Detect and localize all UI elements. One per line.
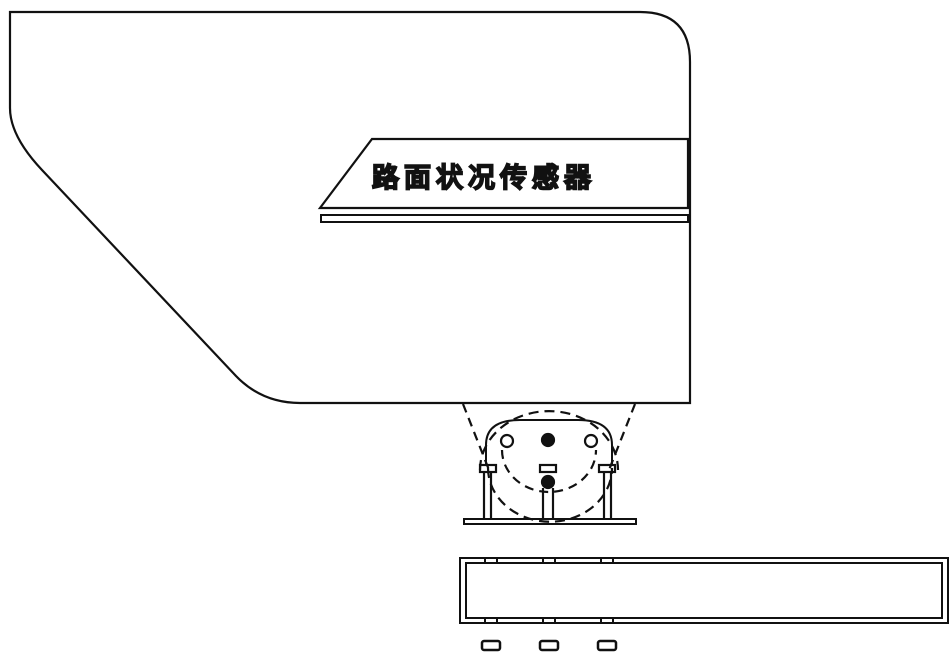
bolt-right <box>597 463 617 519</box>
label-strip <box>320 214 689 223</box>
base-plate <box>463 518 637 525</box>
sensor-label-text: 路面状况传感器 <box>371 162 596 195</box>
mounting-rail <box>459 557 949 624</box>
nuts <box>480 639 618 652</box>
bolt-center <box>538 463 558 519</box>
sensor-housing <box>8 10 692 405</box>
bolt-left <box>478 463 498 519</box>
mounting-bracket <box>461 403 637 525</box>
label-plate <box>317 137 690 210</box>
